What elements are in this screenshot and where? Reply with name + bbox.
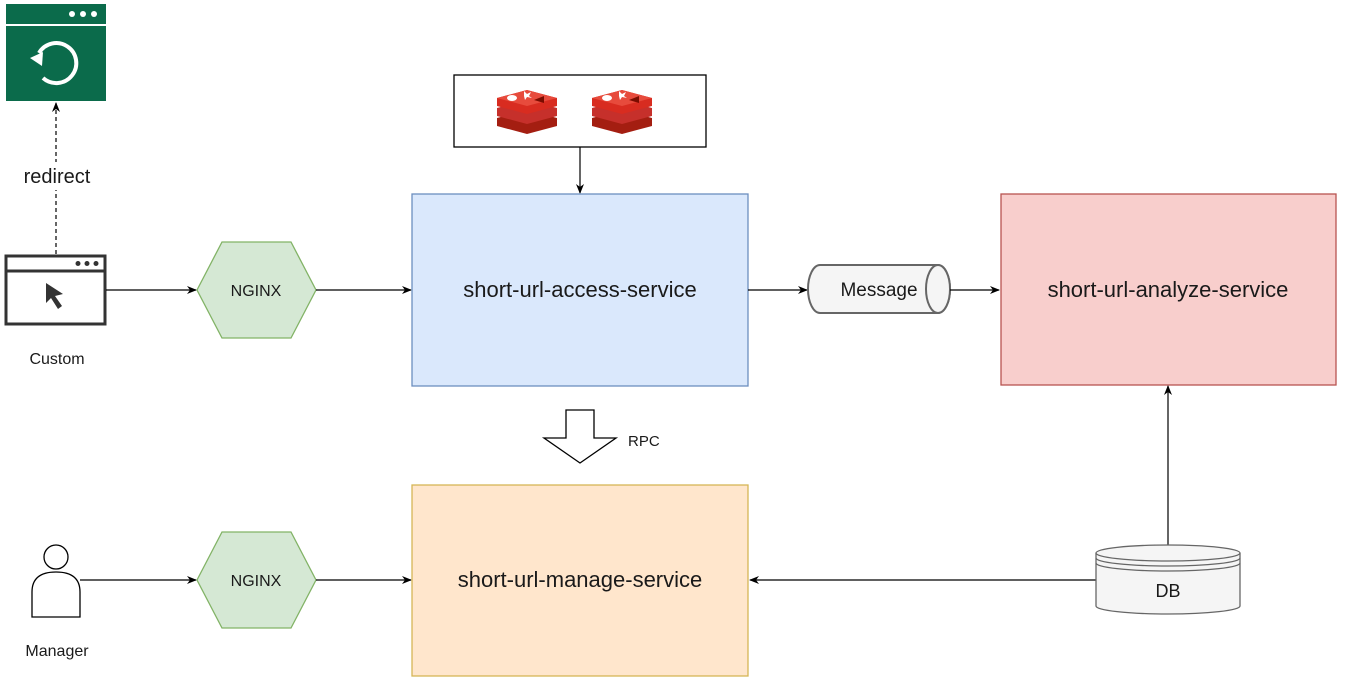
browser-cursor-icon <box>4 254 107 326</box>
analyze-service-node: short-url-analyze-service <box>1000 193 1337 386</box>
nginx-top-label: NGINX <box>231 283 282 300</box>
custom-label: Custom <box>29 351 84 368</box>
rpc-label: RPC <box>628 433 660 450</box>
db-label: DB <box>1155 581 1180 601</box>
user-icon <box>31 544 81 618</box>
nginx-top-node: NGINX <box>196 241 317 339</box>
db-node: DB <box>1095 544 1241 615</box>
redis-icon <box>497 90 557 134</box>
message-queue-node: Message <box>807 264 951 314</box>
manage-service-label: short-url-manage-service <box>458 567 703 592</box>
manage-service-node: short-url-manage-service <box>411 484 749 677</box>
access-service-node: short-url-access-service <box>411 193 749 387</box>
redis-icon <box>592 90 652 134</box>
redis-cache-box <box>453 74 707 148</box>
nginx-bottom-node: NGINX <box>196 531 317 629</box>
message-label: Message <box>840 280 917 301</box>
nginx-bottom-label: NGINX <box>231 573 282 590</box>
analyze-service-label: short-url-analyze-service <box>1048 277 1289 302</box>
rpc-arrow <box>541 409 619 464</box>
redirect-label: redirect <box>24 166 91 188</box>
access-service-label: short-url-access-service <box>463 277 697 302</box>
refresh-browser-icon <box>6 4 106 101</box>
manager-label: Manager <box>25 643 89 660</box>
